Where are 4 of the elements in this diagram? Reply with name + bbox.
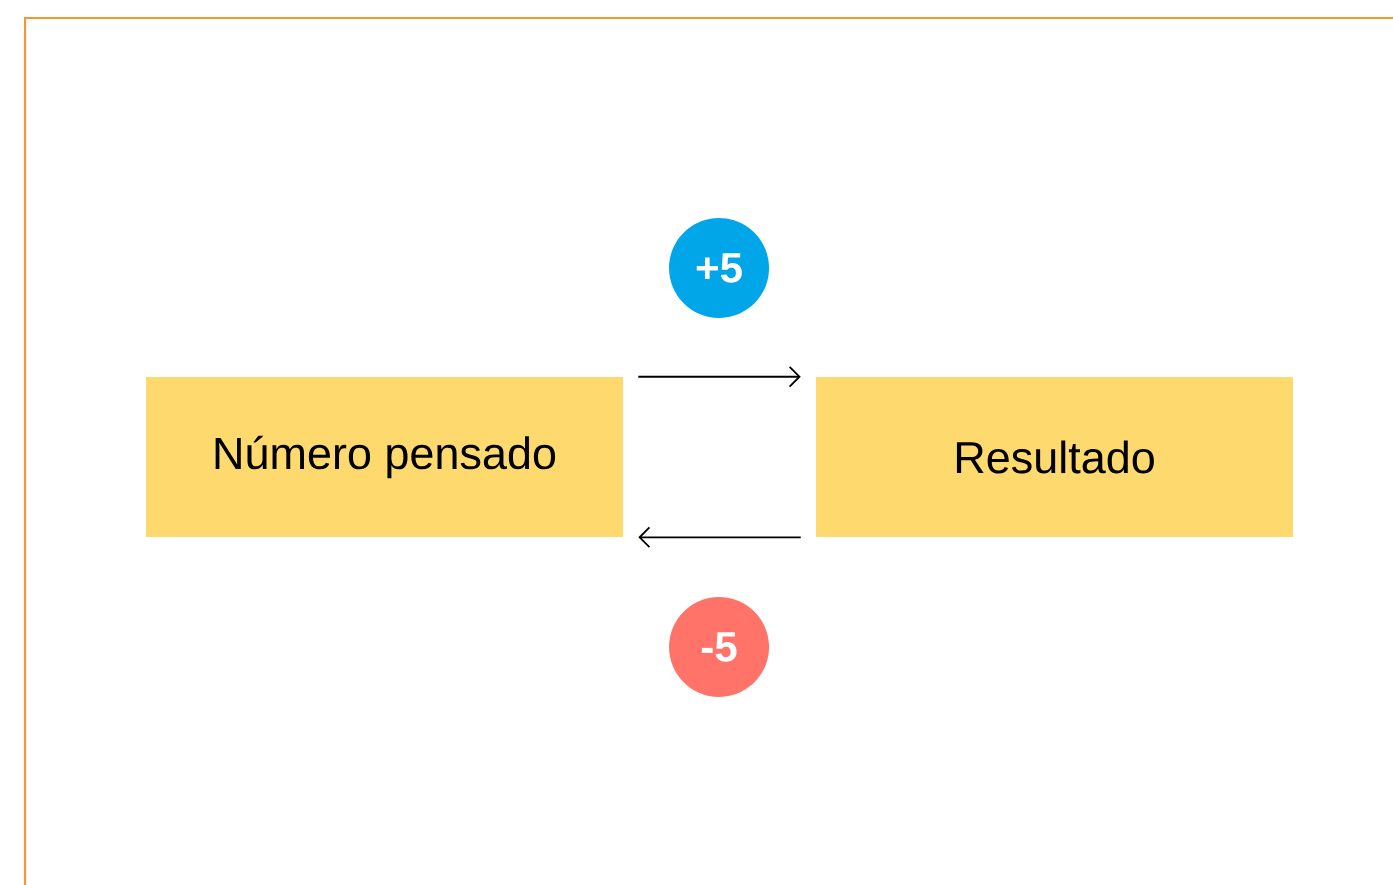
arrow bbox=[637, 365, 801, 388]
arrow bbox=[638, 526, 802, 549]
process-box: Número pensado bbox=[146, 377, 624, 537]
process-box: Resultado bbox=[816, 377, 1294, 537]
